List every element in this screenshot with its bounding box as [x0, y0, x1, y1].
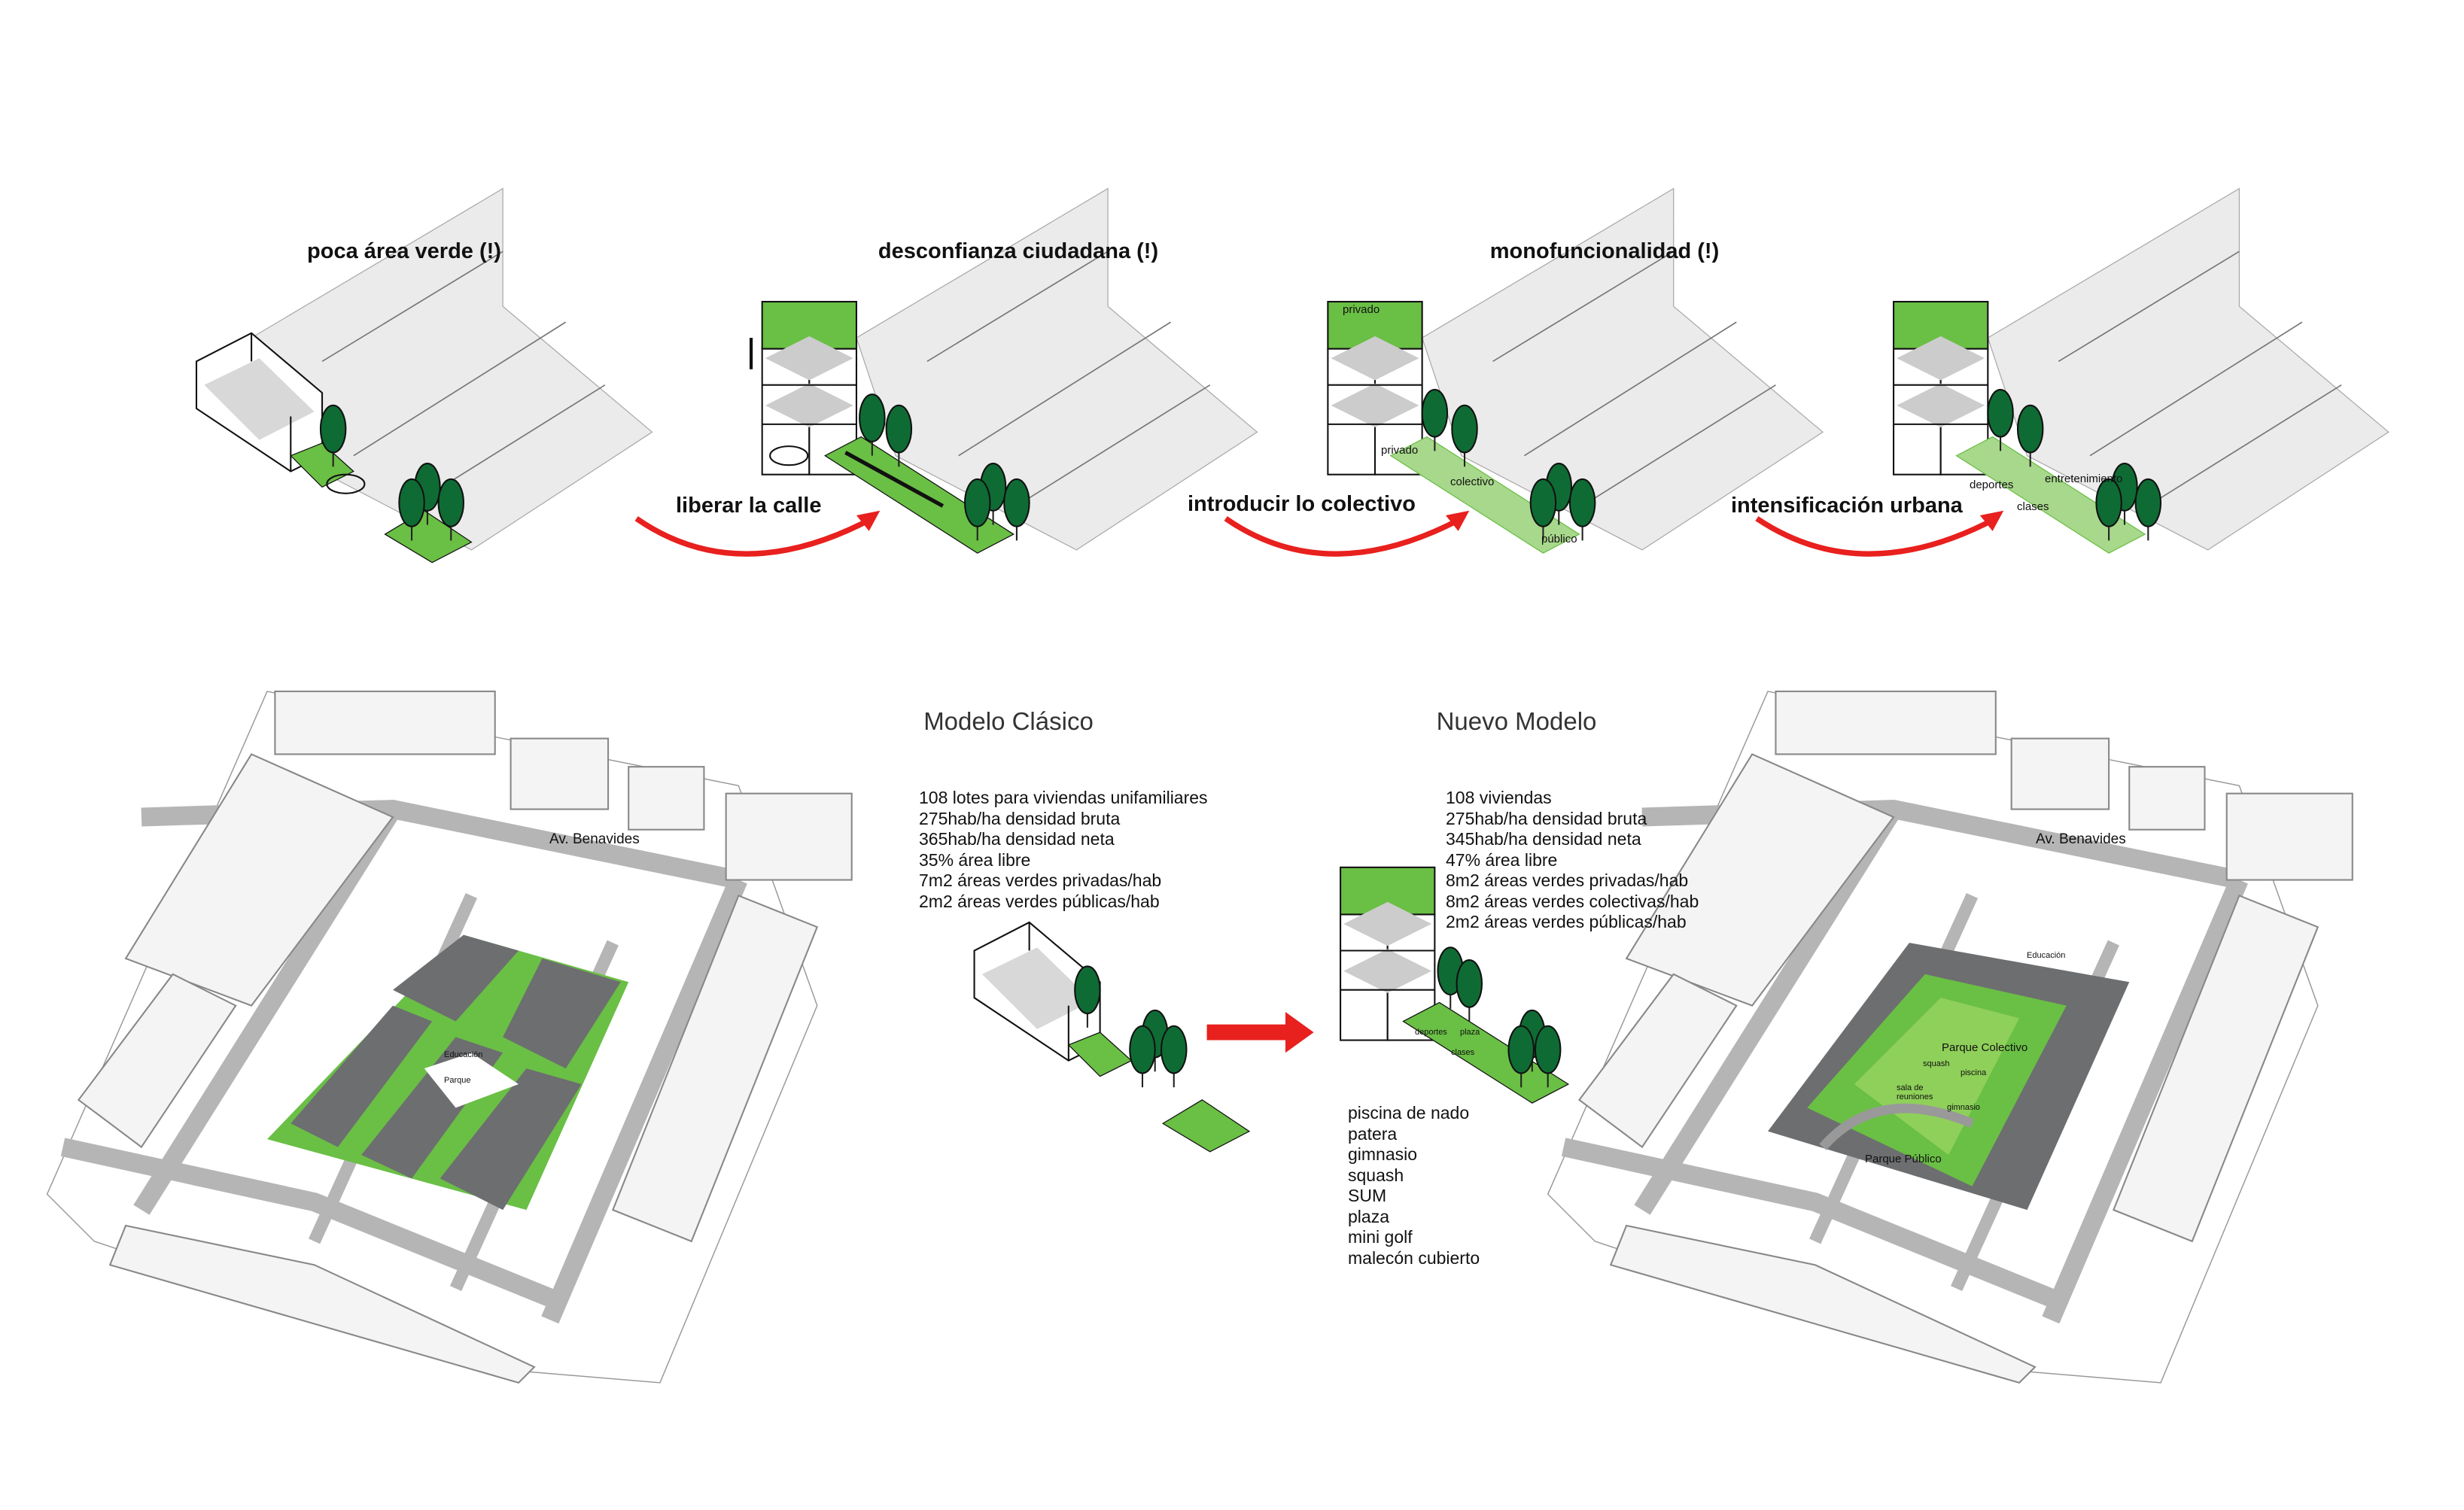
- new-model-title: Nuevo Modelo: [1436, 707, 1597, 735]
- classic-model-title: Modelo Clásico: [923, 707, 1094, 735]
- amenity: mini golf: [1348, 1227, 1413, 1247]
- label-privado-ground: privado: [1381, 444, 1419, 457]
- stat: 8m2 áreas verdes colectivas/hab: [1446, 891, 1699, 911]
- meeting-room-label: sala de reuniones: [1897, 1083, 1933, 1101]
- label-publico: público: [1541, 533, 1577, 545]
- classic-site-map: [47, 691, 852, 1383]
- amenity: patera: [1348, 1123, 1398, 1144]
- stat: 108 lotes para viviendas unifamiliares: [919, 788, 1208, 807]
- diagram-1: [195, 187, 653, 564]
- stat: 35% área libre: [919, 849, 1031, 870]
- classic-park-label: Parque: [444, 1076, 471, 1085]
- label-deportes: deportes: [1970, 479, 2014, 491]
- stat: 2m2 áreas verdes públicas/hab: [1446, 912, 1687, 931]
- stat: 2m2 áreas verdes públicas/hab: [919, 891, 1160, 911]
- stat: 108 viviendas: [1446, 788, 1552, 807]
- classic-stats: 108 lotes para viviendas unifamiliares 2…: [919, 788, 1208, 912]
- amenity: gimnasio: [1348, 1144, 1418, 1164]
- stat: 365hab/ha densidad neta: [919, 829, 1115, 849]
- stat: 275hab/ha densidad bruta: [1446, 808, 1647, 828]
- stat: 47% área libre: [1446, 849, 1558, 870]
- diagram-2: [749, 187, 1258, 554]
- stat: 345hab/ha densidad neta: [1446, 829, 1641, 849]
- problem-label-monofunctionality: monofuncionalidad (!): [1489, 239, 1720, 263]
- gym-label: gimnasio: [1947, 1103, 1981, 1112]
- small-label-deportes: deportes: [1415, 1028, 1447, 1037]
- small-label-clases: clases: [1451, 1048, 1475, 1057]
- problem-label-distrust: desconfianza ciudadana (!): [878, 239, 1159, 263]
- small-label-plaza: plaza: [1460, 1028, 1480, 1037]
- action-label-intensification: intensificación urbana: [1731, 494, 1963, 518]
- new-education-label: Educación: [2027, 951, 2066, 960]
- new-site-map: [1548, 691, 2353, 1383]
- stat: 8m2 áreas verdes privadas/hab: [1446, 870, 1689, 890]
- label-colectivo: colectivo: [1450, 475, 1495, 488]
- pool-label: piscina: [1961, 1068, 1987, 1077]
- amenity: SUM: [1348, 1186, 1387, 1205]
- red-arrow-icon: [1206, 1011, 1314, 1053]
- action-label-free-street: liberar la calle: [676, 494, 822, 518]
- public-park-label: Parque Público: [1865, 1153, 1942, 1165]
- collective-park-label: Parque Colectivo: [1942, 1041, 2028, 1054]
- new-street-label: Av. Benavides: [2036, 831, 2126, 847]
- amenity: piscina de nado: [1348, 1103, 1470, 1123]
- squash-label: squash: [1923, 1059, 1950, 1068]
- stat: 7m2 áreas verdes privadas/hab: [919, 870, 1162, 890]
- stat: 275hab/ha densidad bruta: [919, 808, 1121, 828]
- classic-unit-diagram: [973, 921, 1251, 1153]
- amenity: plaza: [1348, 1206, 1389, 1226]
- amenity: malecón cubierto: [1348, 1247, 1480, 1268]
- curved-arrow-icons: [634, 515, 1997, 557]
- amenity: squash: [1348, 1165, 1404, 1185]
- classic-education-label: Educación: [444, 1050, 483, 1059]
- action-label-collective: introducir lo colectivo: [1188, 492, 1416, 516]
- classic-street-label: Av. Benavides: [549, 831, 640, 847]
- label-privado-top: privado: [1343, 303, 1380, 316]
- label-entretenimiento: entretenimiento: [2045, 472, 2123, 485]
- new-unit-diagram: [1340, 866, 1570, 1104]
- problem-label-green-area: poca área verde (!): [307, 239, 501, 263]
- diagram-3: [1327, 187, 1824, 554]
- label-clases: clases: [2017, 500, 2049, 513]
- amenities-list: piscina de nado patera gimnasio squash S…: [1348, 1103, 1480, 1268]
- new-stats: 108 viviendas 275hab/ha densidad bruta 3…: [1446, 788, 1699, 933]
- diagram-4: [1893, 187, 2389, 554]
